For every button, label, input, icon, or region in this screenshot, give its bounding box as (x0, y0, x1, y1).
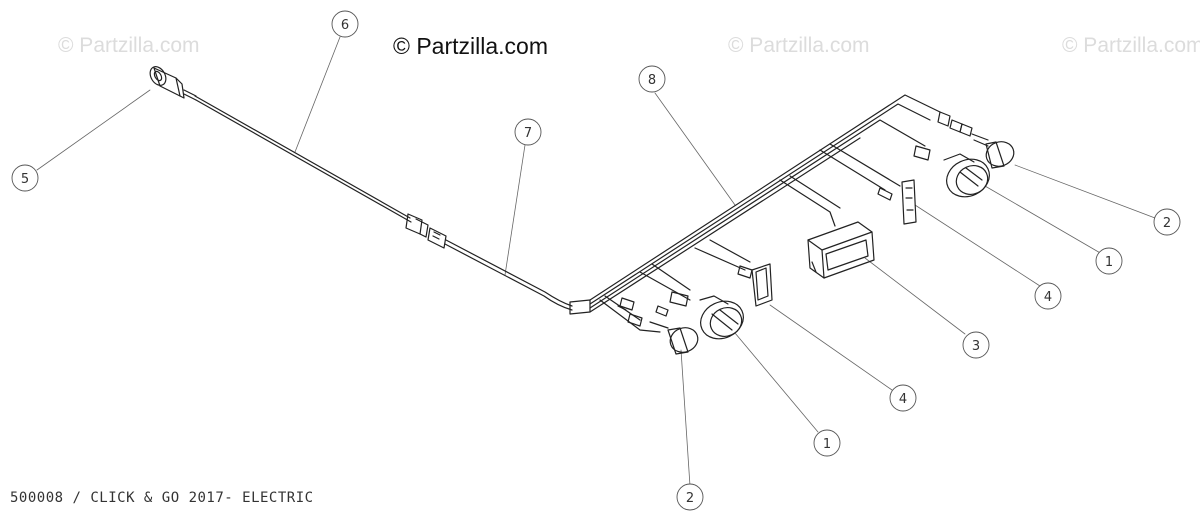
callout-label: 7 (524, 126, 532, 141)
callout-label: 4 (899, 392, 907, 407)
headlamp-1-top (943, 153, 990, 198)
leader-lines (36, 36, 1156, 487)
callout-label: 2 (686, 491, 694, 506)
diagram-caption: 500008 / CLICK & GO 2017- ELECTRIC (10, 490, 314, 506)
callout-label: 1 (823, 437, 831, 452)
lamp-2-bottom (649, 321, 699, 355)
callout-5[interactable]: 5 (11, 164, 39, 192)
control-box-3 (807, 221, 875, 279)
callout-1-top[interactable]: 1 (1095, 247, 1123, 275)
callout-label: 2 (1163, 216, 1171, 231)
plug-connector (149, 66, 197, 101)
callout-label: 3 (972, 339, 980, 354)
headlamp-1-bottom (699, 295, 744, 340)
callout-4-top[interactable]: 4 (1034, 282, 1062, 310)
callout-label: 5 (21, 172, 29, 187)
main-harness (589, 94, 973, 333)
callout-7[interactable]: 7 (514, 118, 542, 146)
watermark-faint: © Partzilla.com (728, 34, 870, 57)
watermark-main: © Partzilla.com (393, 33, 548, 59)
callout-label: 4 (1044, 290, 1052, 305)
lamp-2-top (971, 133, 1015, 169)
cable-6 (194, 95, 447, 249)
bracket-4-bottom (751, 263, 773, 307)
callout-6[interactable]: 6 (331, 10, 359, 38)
callout-4-bottom[interactable]: 4 (889, 384, 917, 412)
callout-3[interactable]: 3 (962, 331, 990, 359)
watermark-faint: © Partzilla.com (58, 34, 200, 57)
callout-8[interactable]: 8 (638, 65, 666, 93)
callout-1-bottom[interactable]: 1 (813, 429, 841, 457)
callout-label: 6 (341, 18, 349, 33)
callout-label: 8 (648, 73, 656, 88)
callout-2-bottom[interactable]: 2 (676, 483, 704, 511)
watermark-faint: © Partzilla.com (1062, 34, 1200, 57)
bracket-4-top (901, 179, 917, 225)
callout-label: 1 (1105, 255, 1113, 270)
callout-2-top[interactable]: 2 (1153, 208, 1181, 236)
